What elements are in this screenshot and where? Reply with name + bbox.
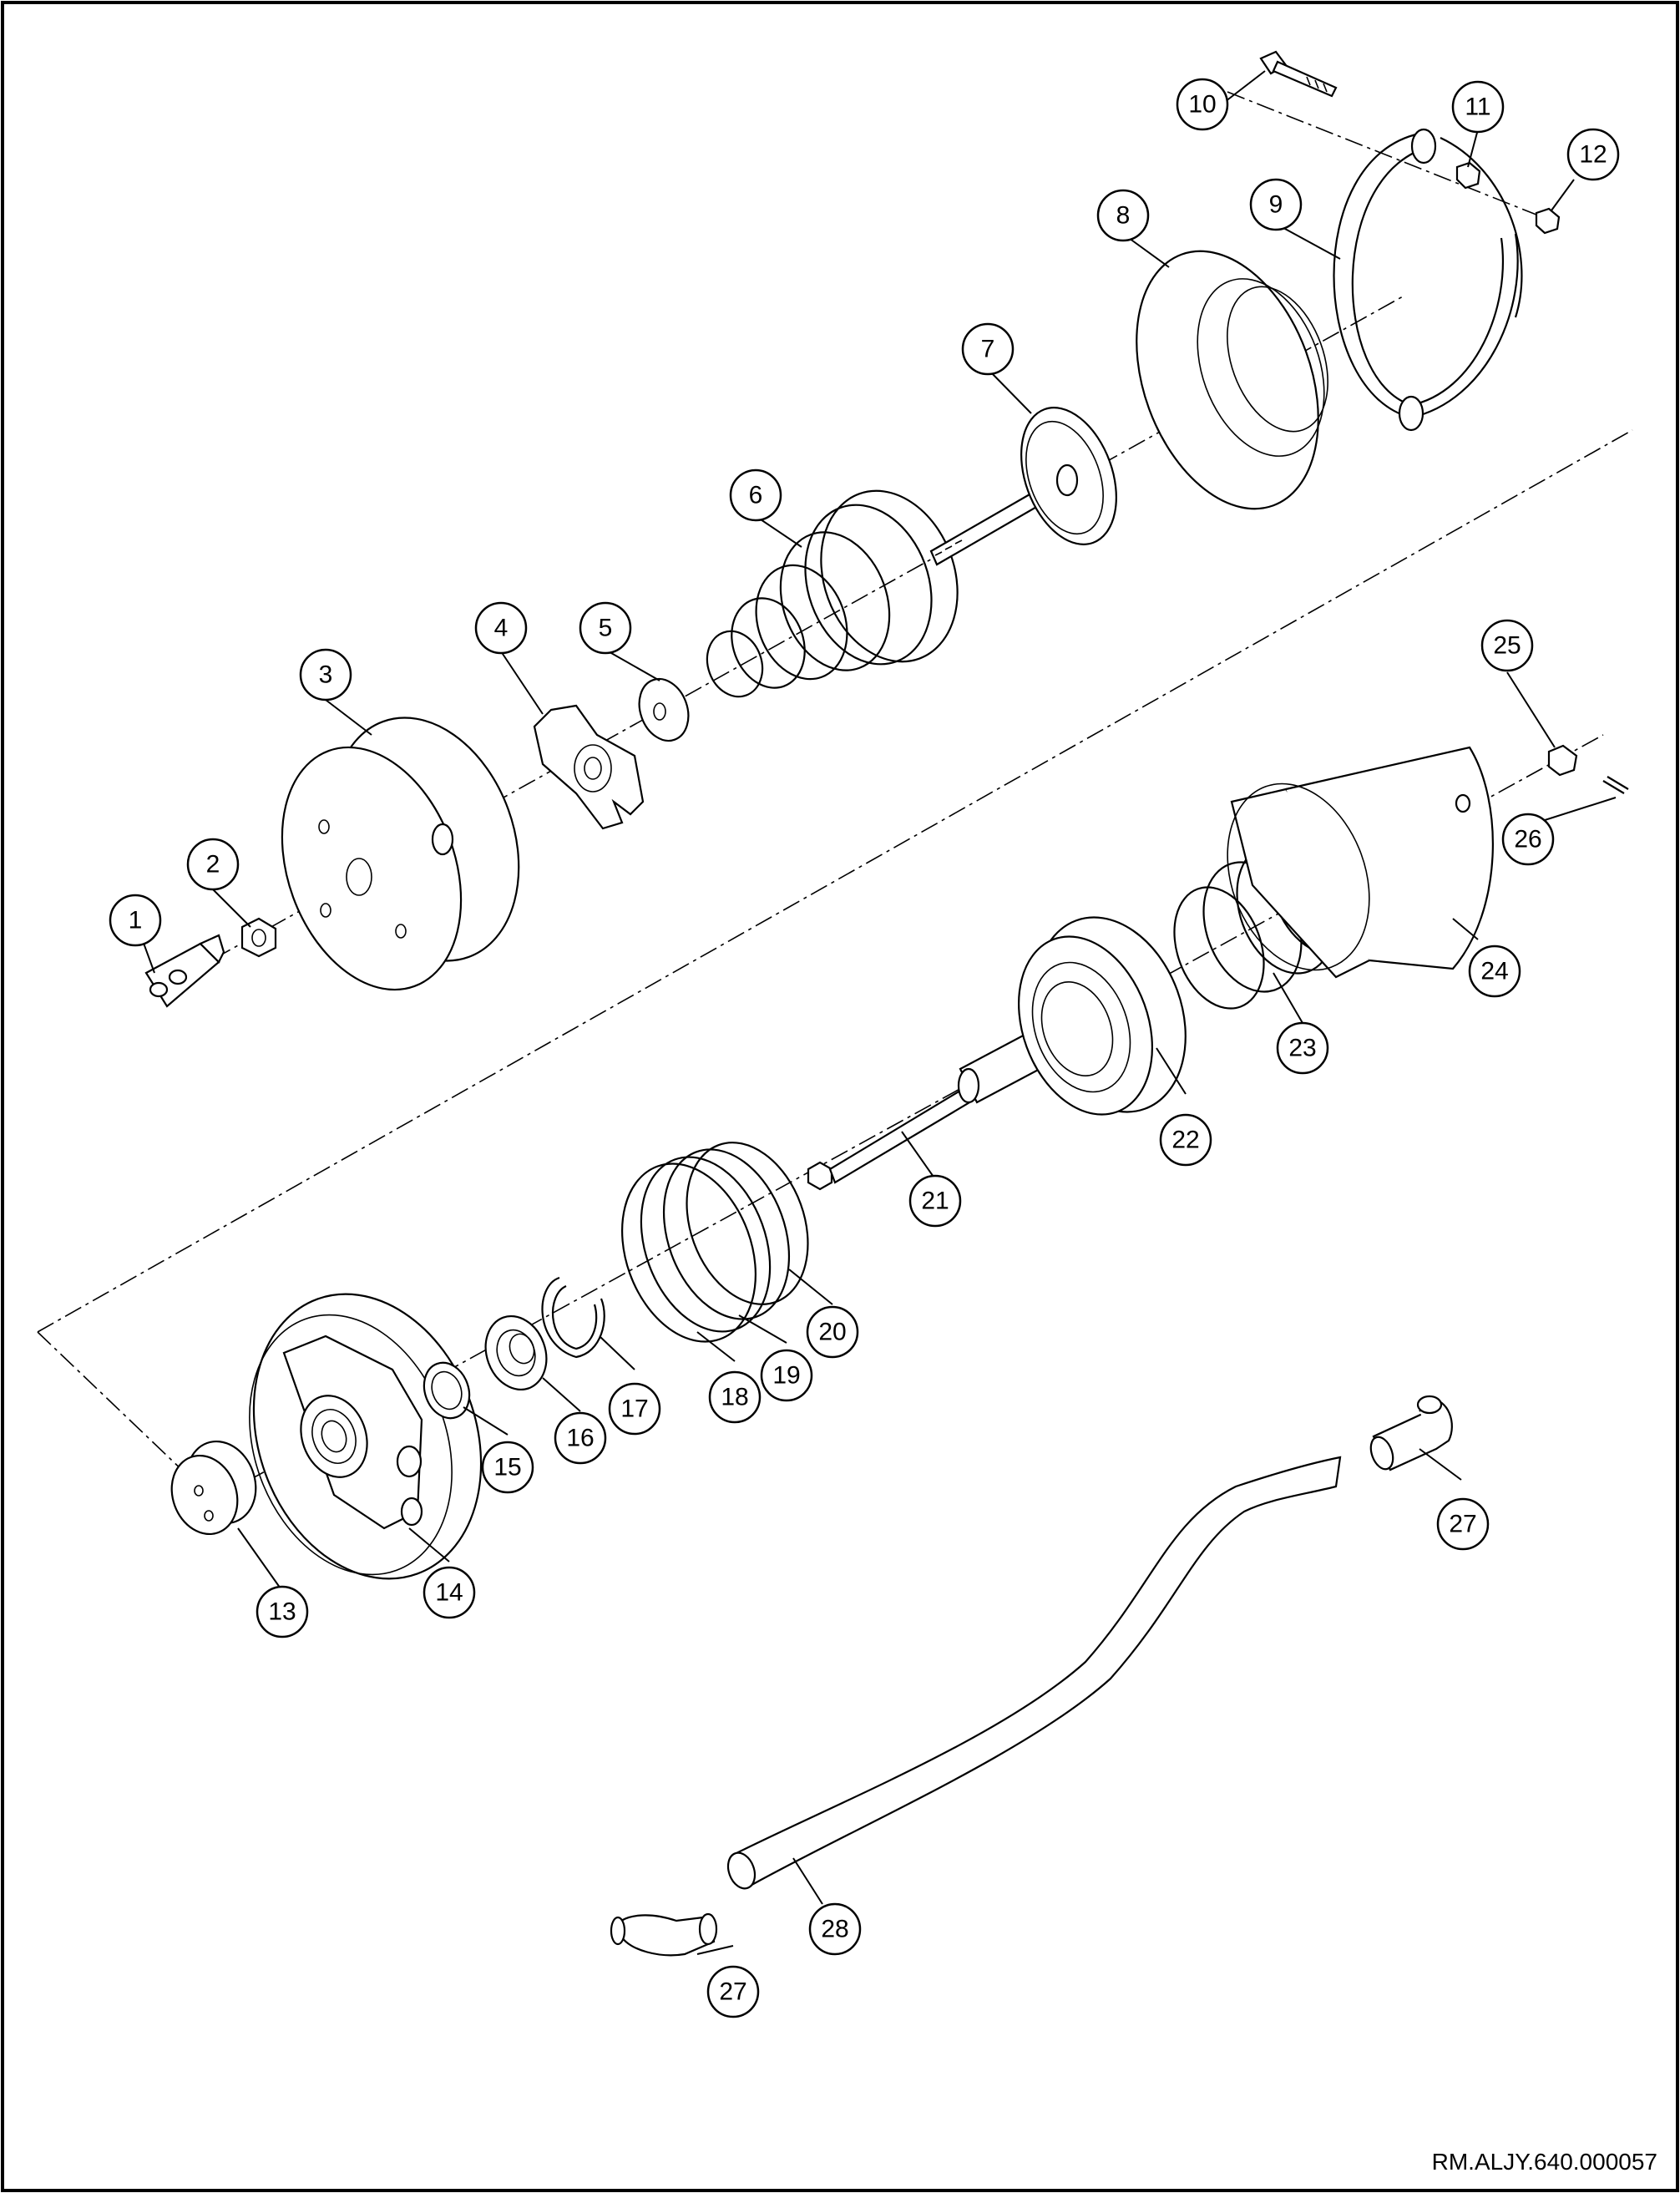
push-rod-plate-part	[929, 407, 1117, 566]
svg-text:7: 7	[981, 336, 995, 363]
callout-13: 13	[256, 1585, 309, 1638]
svg-text:26: 26	[1514, 826, 1541, 853]
svg-text:5: 5	[599, 615, 613, 642]
seal-part	[484, 1314, 548, 1391]
svg-text:25: 25	[1493, 632, 1521, 660]
callout-10: 10	[1176, 78, 1229, 131]
svg-text:27: 27	[1449, 1511, 1476, 1538]
callout-25: 25	[1480, 619, 1534, 672]
callout-6: 6	[729, 468, 782, 522]
svg-text:27: 27	[719, 1978, 746, 2006]
piston-seal-rings-part	[621, 1142, 809, 1343]
callout-2: 2	[186, 838, 240, 891]
washer-part	[638, 677, 690, 742]
svg-text:22: 22	[1171, 1127, 1199, 1154]
callout-14: 14	[423, 1566, 476, 1619]
jam-nut-part	[240, 917, 277, 958]
callout-19: 19	[760, 1349, 813, 1402]
callout-1: 1	[109, 894, 162, 947]
callout-20: 20	[806, 1305, 859, 1359]
leader-lines	[134, 70, 1617, 1955]
callout-9: 9	[1249, 178, 1303, 231]
svg-text:3: 3	[319, 661, 333, 689]
callout-28: 28	[808, 1902, 862, 1956]
svg-text:14: 14	[435, 1579, 463, 1607]
cotter-pin-part	[1602, 776, 1629, 794]
callout-23: 23	[1276, 1021, 1329, 1075]
hose-elbow-lower-part	[610, 1912, 718, 1957]
svg-text:16: 16	[566, 1425, 594, 1452]
drawing-code: RM.ALJY.640.000057	[1432, 2149, 1657, 2175]
svg-text:18: 18	[721, 1384, 748, 1411]
callout-4: 4	[474, 601, 528, 655]
lock-nut-part	[1535, 207, 1561, 235]
piston-part	[1018, 916, 1187, 1116]
callout-11: 11	[1451, 80, 1505, 134]
callout-24: 24	[1468, 945, 1521, 998]
svg-text:10: 10	[1188, 91, 1216, 119]
callout-16: 16	[554, 1411, 607, 1465]
svg-text:23: 23	[1288, 1035, 1316, 1062]
svg-text:20: 20	[818, 1319, 846, 1346]
clamp-bolt-part	[1259, 50, 1338, 98]
svg-text:11: 11	[1465, 94, 1490, 121]
flange-housing-part	[249, 1293, 483, 1580]
callout-15: 15	[481, 1441, 534, 1494]
svg-text:1: 1	[129, 907, 143, 934]
callout-5: 5	[579, 601, 632, 655]
callout-12: 12	[1566, 128, 1620, 181]
callout-21: 21	[908, 1174, 962, 1228]
callout-17: 17	[608, 1382, 661, 1436]
o-ring-part	[423, 1361, 471, 1420]
svg-text:12: 12	[1579, 141, 1607, 169]
svg-text:4: 4	[494, 615, 509, 642]
svg-text:17: 17	[620, 1395, 648, 1423]
snap-ring-part	[541, 1276, 605, 1359]
svg-text:19: 19	[772, 1362, 800, 1390]
callout-3: 3	[299, 648, 352, 701]
svg-text:28: 28	[821, 1916, 848, 1943]
svg-text:21: 21	[921, 1188, 949, 1215]
svg-text:24: 24	[1480, 958, 1508, 985]
cap-nut-part	[1547, 744, 1578, 777]
svg-text:13: 13	[268, 1598, 296, 1626]
svg-text:2: 2	[206, 851, 220, 879]
svg-text:8: 8	[1116, 202, 1131, 230]
front-housing-part	[281, 717, 520, 991]
diaphragm-part	[1136, 250, 1328, 510]
spring-housing-part	[1227, 746, 1494, 979]
callout-7: 7	[961, 322, 1015, 376]
callout-22: 22	[1159, 1113, 1212, 1167]
callout-8: 8	[1096, 189, 1150, 242]
callout-27-lower: 27	[706, 1965, 760, 2018]
svg-text:9: 9	[1269, 191, 1283, 219]
svg-text:15: 15	[493, 1454, 521, 1481]
callout-26: 26	[1501, 813, 1555, 866]
clevis-part	[144, 934, 225, 1008]
callout-27-upper: 27	[1436, 1497, 1490, 1551]
hose-elbow-upper-part	[1369, 1395, 1453, 1471]
end-cap-part	[170, 1440, 257, 1536]
callout-18: 18	[708, 1370, 762, 1424]
svg-text:6: 6	[749, 482, 763, 509]
clamp-band-part	[1333, 128, 1523, 432]
air-hose-part	[726, 1456, 1342, 1890]
mounting-bracket-part	[533, 704, 645, 830]
